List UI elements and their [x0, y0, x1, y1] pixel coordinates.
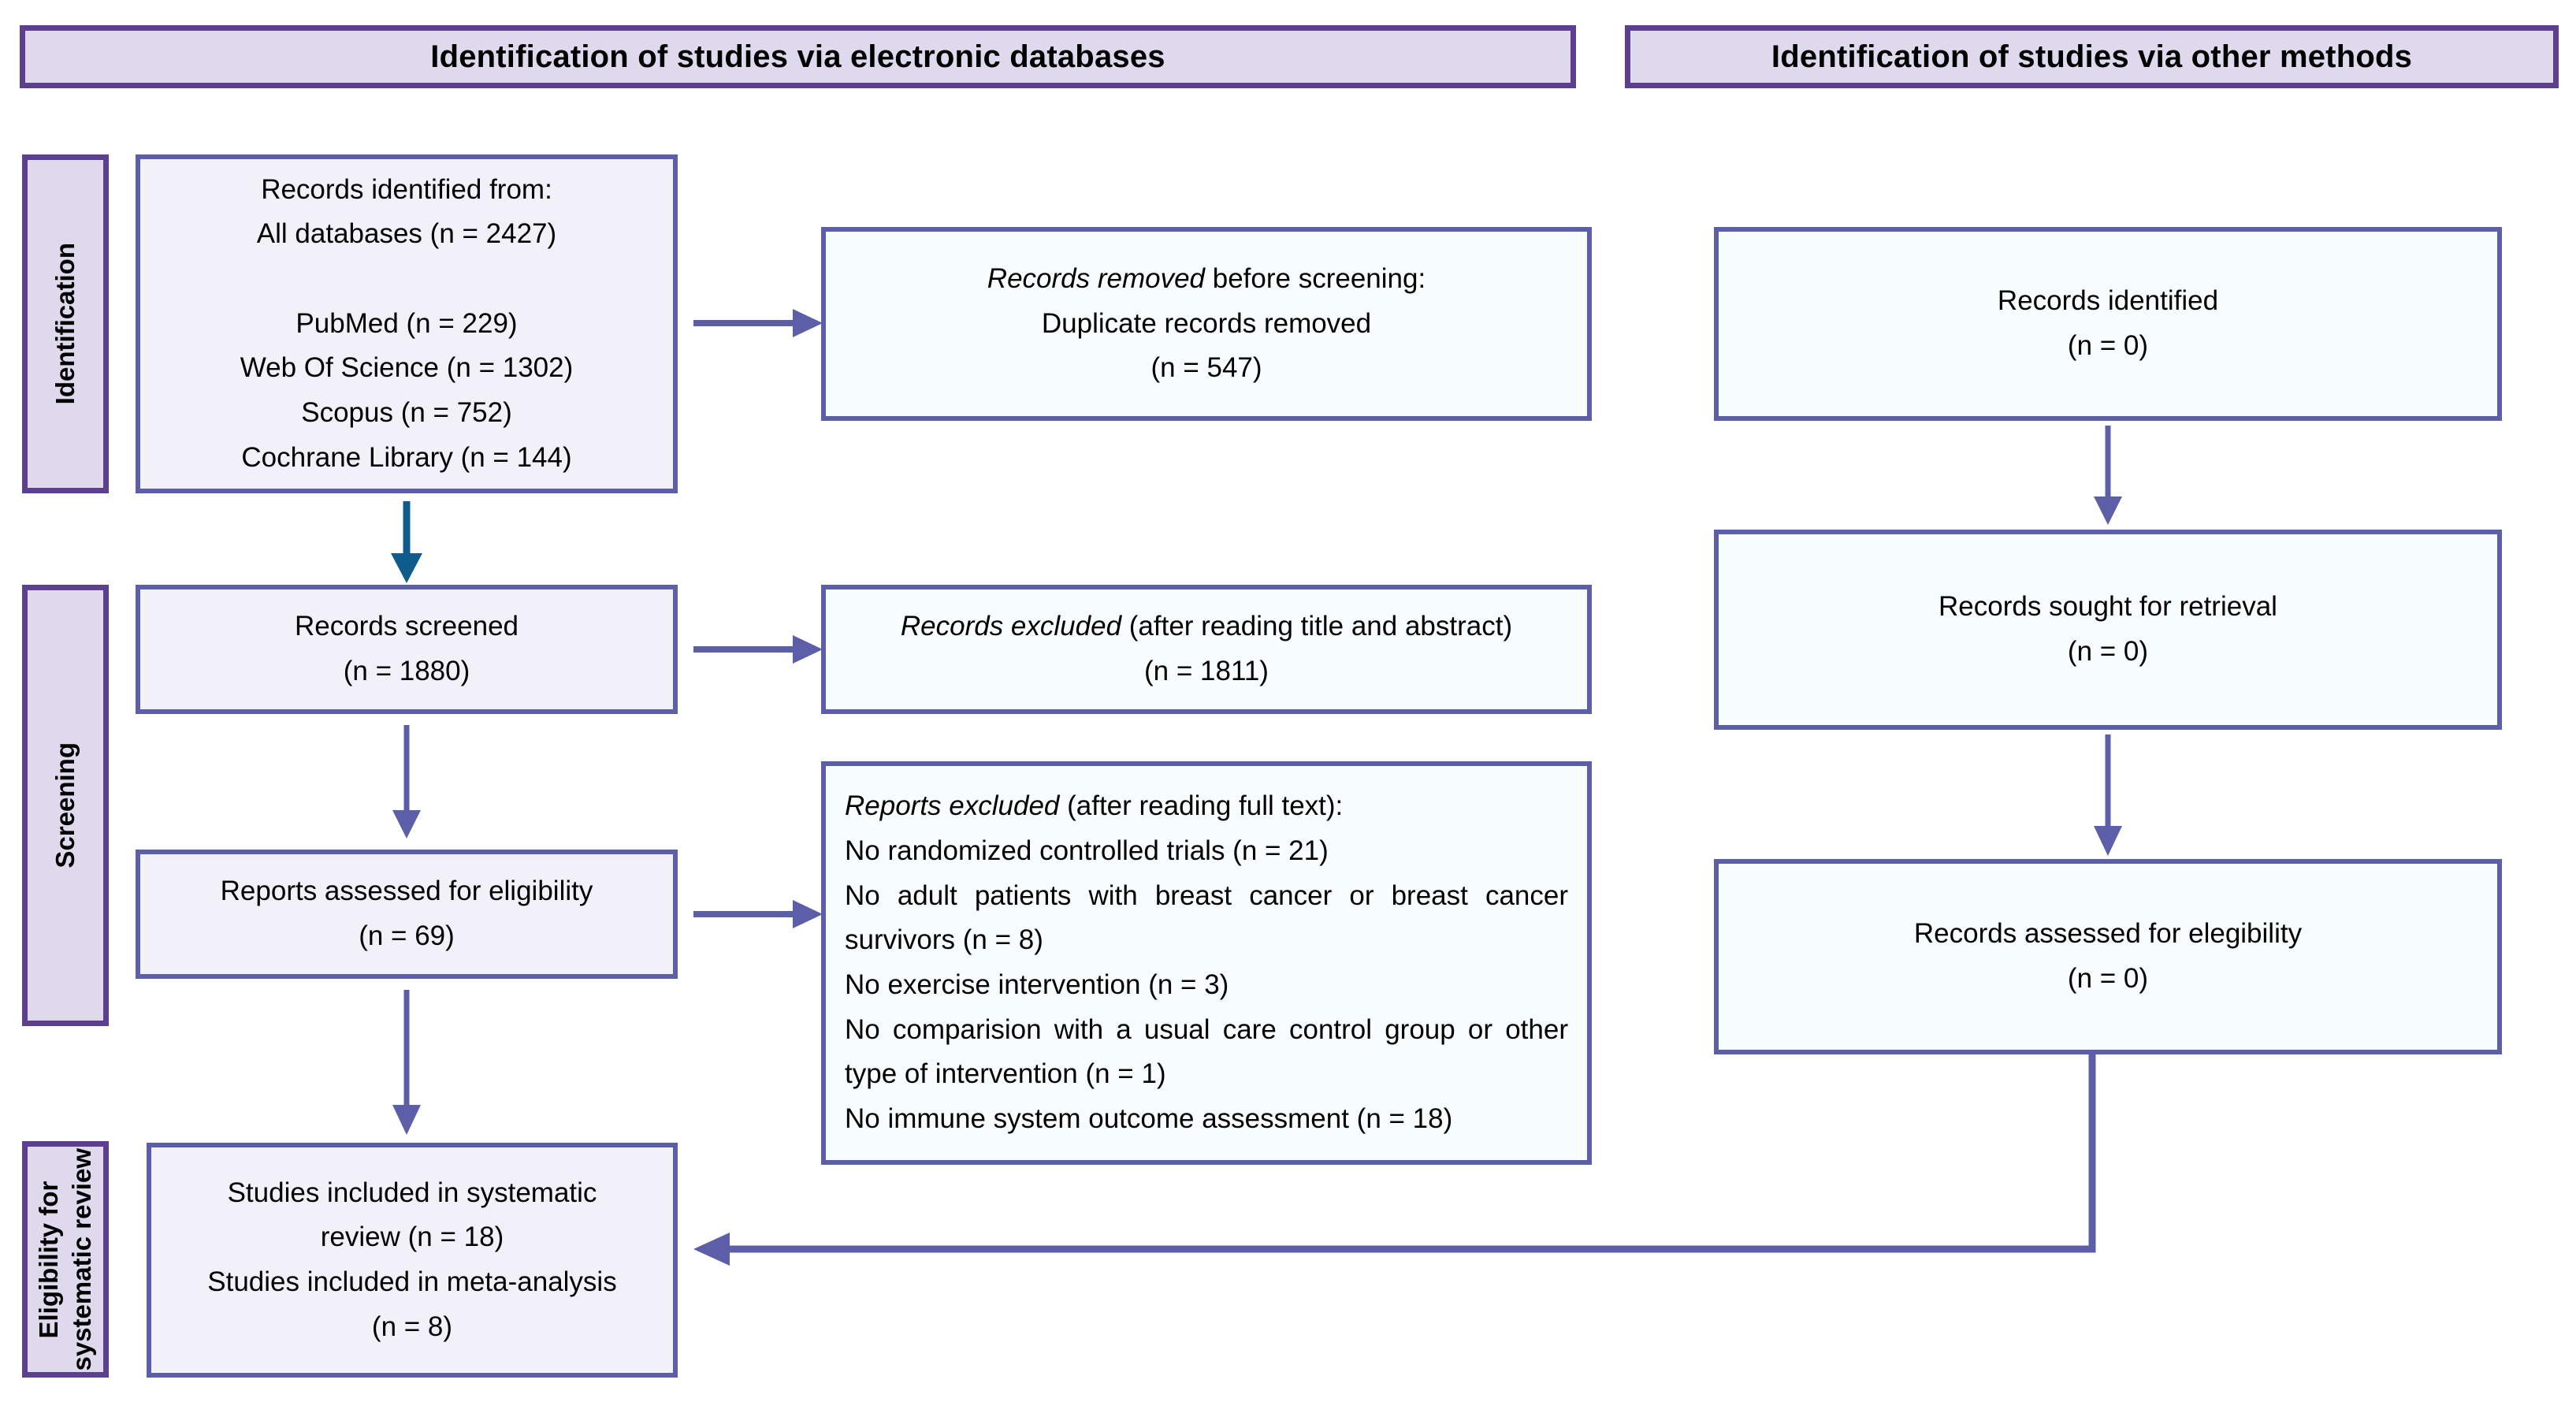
arrow-other-identified-to-sought [2084, 426, 2132, 526]
reports-excluded-rest: (after reading full text): [1059, 790, 1344, 822]
records-excluded-rest: (after reading title and abstract) [1121, 611, 1513, 642]
reports-excluded-body: No randomized controlled trials (n = 21)… [845, 835, 1568, 1135]
box-reports-assessed-eligibility: Reports assessed for eligibility (n = 69… [136, 850, 678, 979]
stage-label-eligibility: Eligibility for systematic review [22, 1141, 109, 1378]
records-excluded-body: (n = 1811) [1144, 656, 1269, 686]
records-excluded-text: Records excluded (after reading title an… [845, 604, 1568, 694]
stage-label-identification: Identification [22, 154, 109, 493]
box-records-identified-databases: Records identified from: All databases (… [136, 154, 678, 493]
reports-excluded-text: Reports excluded (after reading full tex… [845, 784, 1568, 1142]
other-records-assessed-text: Records assessed for elegibility (n = 0) [1913, 918, 2303, 994]
reports-assessed-text: Reports assessed for eligibility (n = 69… [220, 876, 593, 951]
arrow-identified-to-removed [693, 299, 827, 347]
box-studies-included: Studies included in systematic review (n… [147, 1143, 678, 1378]
box-records-removed: Records removed before screening: Duplic… [821, 227, 1592, 421]
stage-label-identification-text: Identification [50, 243, 80, 405]
box-other-records-assessed: Records assessed for elegibility (n = 0) [1714, 859, 2502, 1054]
other-records-sought-text: Records sought for retrieval (n = 0) [1939, 591, 2277, 667]
header-banner-left: Identification of studies via electronic… [20, 25, 1576, 88]
reports-excluded-emphasis: Reports excluded [845, 790, 1060, 822]
header-right-text: Identification of studies via other meth… [1771, 39, 2413, 74]
studies-included-text: Studies included in systematic review (n… [207, 1177, 617, 1342]
records-removed-emphasis: Records removed [987, 262, 1206, 294]
arrow-screened-to-excluded [693, 626, 827, 673]
arrow-identified-to-screened [383, 501, 430, 585]
box-other-records-sought: Records sought for retrieval (n = 0) [1714, 530, 2502, 730]
records-identified-text: Records identified from: All databases (… [240, 173, 574, 473]
arrow-assessed-to-included [383, 990, 430, 1136]
records-screened-text: Records screened (n = 1880) [294, 611, 519, 686]
arrow-assessed-to-reports-excluded [693, 891, 827, 938]
stage-label-eligibility-text: Eligibility for systematic review [33, 1147, 96, 1371]
header-banner-right: Identification of studies via other meth… [1625, 25, 2559, 88]
records-removed-body: Duplicate records removed (n = 547) [1041, 307, 1372, 384]
records-removed-rest: before screening: [1205, 262, 1426, 294]
header-left-text: Identification of studies via electronic… [430, 39, 1165, 74]
arrow-other-sought-to-assessed [2084, 734, 2132, 857]
records-excluded-emphasis: Records excluded [900, 611, 1122, 642]
records-removed-text: Records removed before screening: Duplic… [845, 257, 1568, 391]
box-records-excluded: Records excluded (after reading title an… [821, 585, 1592, 714]
stage-label-screening-text: Screening [50, 742, 80, 868]
box-records-screened: Records screened (n = 1880) [136, 585, 678, 714]
arrow-other-assessed-to-included [678, 1054, 2120, 1267]
stage-label-screening: Screening [22, 585, 109, 1026]
other-records-identified-text: Records identified (n = 0) [1997, 285, 2219, 361]
box-reports-excluded: Reports excluded (after reading full tex… [821, 761, 1592, 1165]
arrow-screened-to-assessed [383, 725, 430, 840]
box-other-records-identified: Records identified (n = 0) [1714, 227, 2502, 421]
